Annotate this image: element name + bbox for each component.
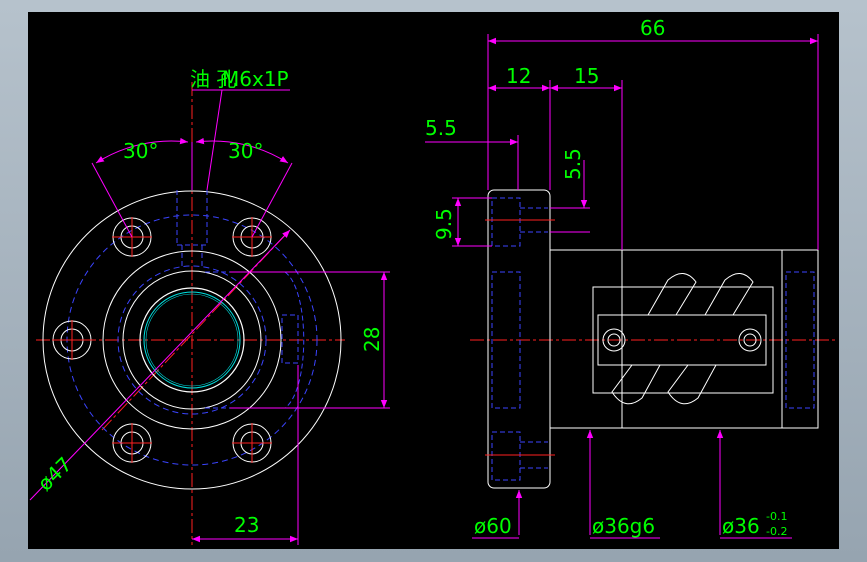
dim-28-lines xyxy=(230,271,390,409)
flange-outer-circle xyxy=(42,190,342,490)
front-diagonal-centerline xyxy=(101,231,289,431)
thread-label: M6x1P xyxy=(222,67,289,91)
oil-hole-hidden xyxy=(176,190,208,268)
front-centerlines xyxy=(36,82,345,545)
oil-hole-leader xyxy=(192,89,290,191)
dim-5-5-h-label: 5.5 xyxy=(425,116,457,140)
dim-23-lines xyxy=(192,365,299,545)
dim-9-5-label: 9.5 xyxy=(432,208,456,240)
front-view xyxy=(29,82,390,545)
side-hidden-lines xyxy=(491,197,815,481)
dim-5-5-v-label: 5.5 xyxy=(561,148,585,180)
flange-inner-circle xyxy=(122,270,262,410)
angle-left-label: 30° xyxy=(123,139,158,163)
dim-66-label: 66 xyxy=(640,16,665,40)
tolerance-lower: -0.2 xyxy=(766,525,787,538)
tolerance-upper: -0.1 xyxy=(766,510,787,523)
bore-inner-2 xyxy=(145,293,239,387)
side-dim-lines xyxy=(425,34,819,539)
dim-23-label: 23 xyxy=(234,513,259,537)
dia-47-leader xyxy=(29,229,291,501)
side-window xyxy=(592,286,774,394)
dim-28-label: 28 xyxy=(360,327,384,352)
drawing-canvas[interactable] xyxy=(28,12,839,549)
side-flange xyxy=(487,189,551,489)
bore-inner xyxy=(143,291,241,389)
flange-hub-circle xyxy=(102,250,282,430)
angle-dimensions xyxy=(91,137,293,238)
dia-36-label: ø36 xyxy=(722,514,760,538)
dim-12-label: 12 xyxy=(506,64,531,88)
oil-hole-label: 油 孔 xyxy=(190,67,236,91)
labels: 油 孔 M6x1P 30° 30° ø47 28 23 66 12 15 5.5… xyxy=(33,16,788,538)
dia-36g6-label: ø36g6 xyxy=(592,514,655,538)
side-view xyxy=(425,34,835,539)
angle-right-label: 30° xyxy=(228,139,263,163)
side-slot xyxy=(597,314,767,366)
bore-outer xyxy=(139,287,245,393)
side-hole-centers xyxy=(485,219,555,456)
side-body xyxy=(549,249,819,429)
dia-60-label: ø60 xyxy=(474,514,512,538)
dim-15-label: 15 xyxy=(574,64,599,88)
hidden-bore-circle xyxy=(117,265,267,415)
helix-wires xyxy=(611,273,754,405)
